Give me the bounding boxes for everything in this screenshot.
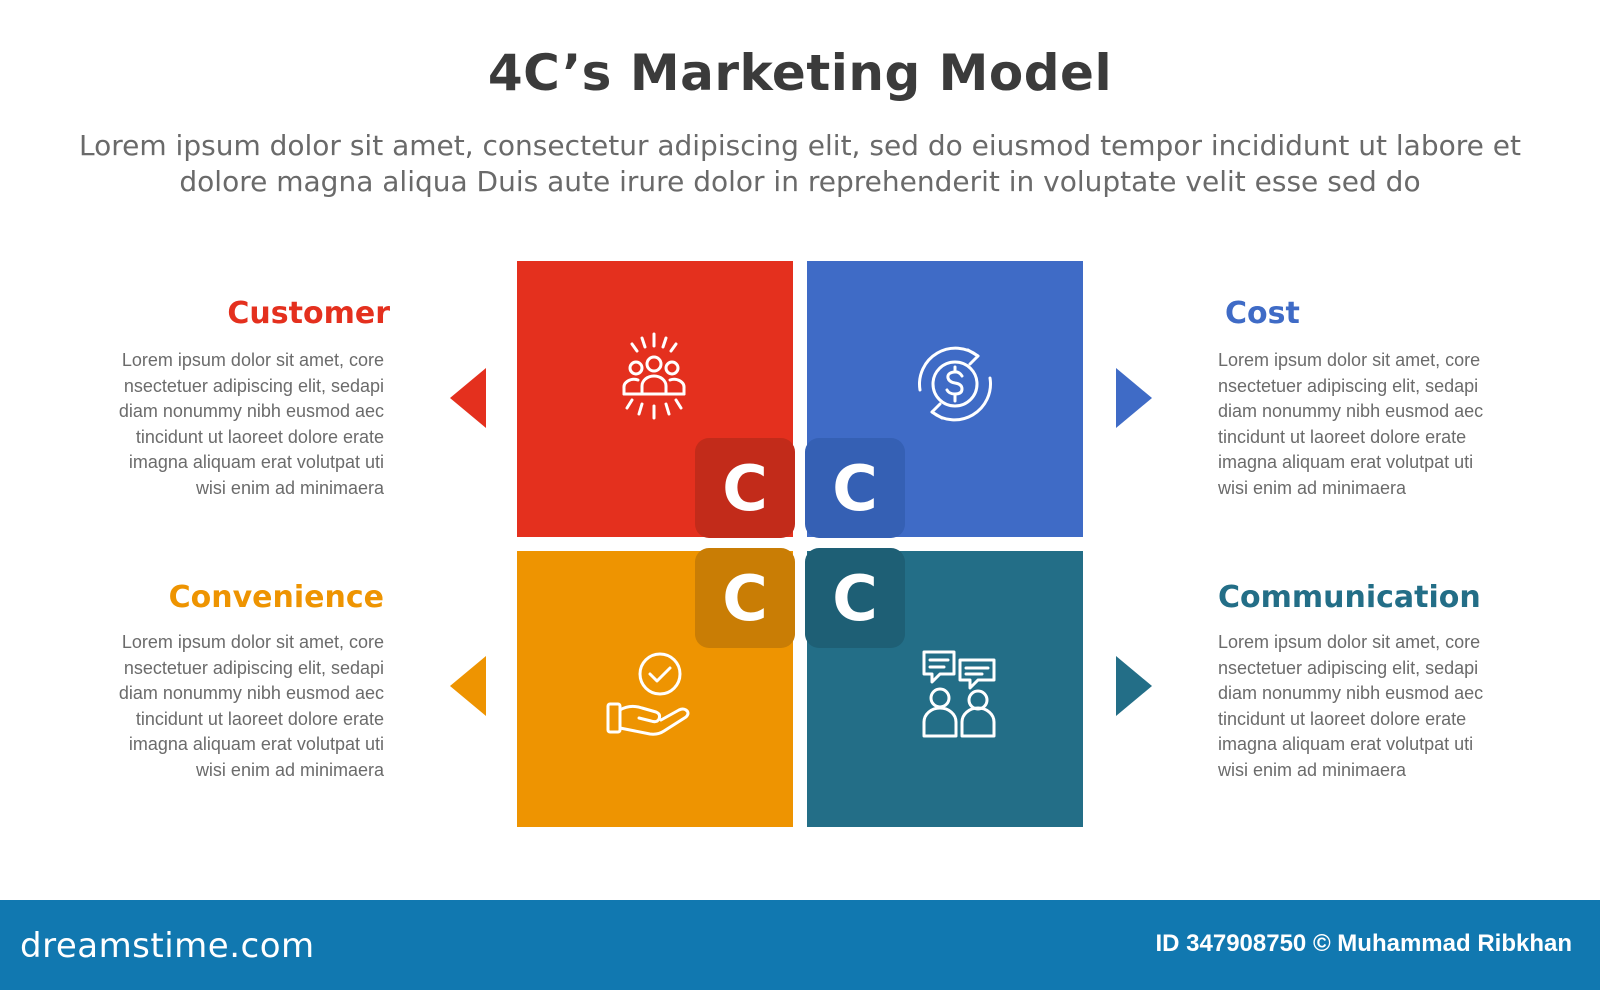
description-communication: Lorem ipsum dolor sit amet, core nsectet… <box>1218 630 1538 783</box>
arrow-right-communication-icon <box>1116 656 1152 716</box>
page-title: 4C’s Marketing Model <box>487 44 1113 102</box>
arrow-left-customer-icon <box>450 368 486 428</box>
description-line: tincidunt ut laoreet dolore erate <box>1218 426 1467 447</box>
description-convenience: Lorem ipsum dolor sit amet, core nsectet… <box>64 630 384 783</box>
people-group-icon <box>622 332 686 420</box>
description-line: tincidunt ut laoreet dolore erate <box>135 708 384 729</box>
hand-check-icon <box>606 652 690 736</box>
description-line: imagna aliquam erat volutpat uti <box>1218 734 1474 754</box>
description-line: diam nonummy nibh eusmod aec <box>118 683 384 703</box>
letter-c-communication: C <box>805 548 905 648</box>
description-line: wisi enim ad minimaera <box>195 477 384 498</box>
description-line: Lorem ipsum dolor sit amet, core <box>121 632 384 652</box>
letter-c-cost: C <box>805 438 905 538</box>
page-subtitle: Lorem ipsum dolor sit amet, consectetur … <box>79 129 1521 198</box>
description-line: nsectetuer adipiscing elit, sedapi <box>123 375 384 396</box>
description-line: imagna aliquam erat volutpat uti <box>1218 452 1474 472</box>
arrow-right-cost-icon <box>1116 368 1152 428</box>
description-line: imagna aliquam erat volutpat uti <box>128 452 384 472</box>
description-line: Lorem ipsum dolor sit amet, core <box>121 350 384 370</box>
letter-c-convenience: C <box>695 548 795 648</box>
description-line: diam nonummy nibh eusmod aec <box>1218 683 1484 703</box>
description-cost: Lorem ipsum dolor sit amet, core nsectet… <box>1218 348 1538 501</box>
description-line: wisi enim ad minimaera <box>1218 477 1407 498</box>
description-customer: Lorem ipsum dolor sit amet, core nsectet… <box>64 348 384 501</box>
description-line: wisi enim ad minimaera <box>195 759 384 780</box>
dollar-cycle-icon <box>918 346 992 422</box>
description-line: Lorem ipsum dolor sit amet, core <box>1218 350 1481 370</box>
description-line: imagna aliquam erat volutpat uti <box>128 734 384 754</box>
description-line: Lorem ipsum dolor sit amet, core <box>1218 632 1481 652</box>
chat-people-icon <box>922 650 996 738</box>
heading-convenience: Convenience <box>168 580 384 615</box>
heading-customer: Customer <box>227 296 390 331</box>
arrow-left-convenience-icon <box>450 656 486 716</box>
description-line: nsectetuer adipiscing elit, sedapi <box>1218 375 1479 396</box>
description-line: diam nonummy nibh eusmod aec <box>118 401 384 421</box>
heading-cost: Cost <box>1225 296 1300 331</box>
description-line: tincidunt ut laoreet dolore erate <box>135 426 384 447</box>
heading-communication: Communication <box>1218 580 1481 615</box>
letter-c-customer: C <box>695 438 795 538</box>
footer-credit: ID 347908750 © Muhammad Ribkhan <box>1155 930 1572 957</box>
description-line: diam nonummy nibh eusmod aec <box>1218 401 1484 421</box>
description-line: nsectetuer adipiscing elit, sedapi <box>123 657 384 678</box>
description-line: tincidunt ut laoreet dolore erate <box>1218 708 1467 729</box>
description-line: nsectetuer adipiscing elit, sedapi <box>1218 657 1479 678</box>
description-line: wisi enim ad minimaera <box>1218 759 1407 780</box>
footer-brand[interactable]: dreamstime.com <box>20 926 315 966</box>
footer-bar: dreamstime.com ID 347908750 © Muhammad R… <box>0 900 1600 990</box>
